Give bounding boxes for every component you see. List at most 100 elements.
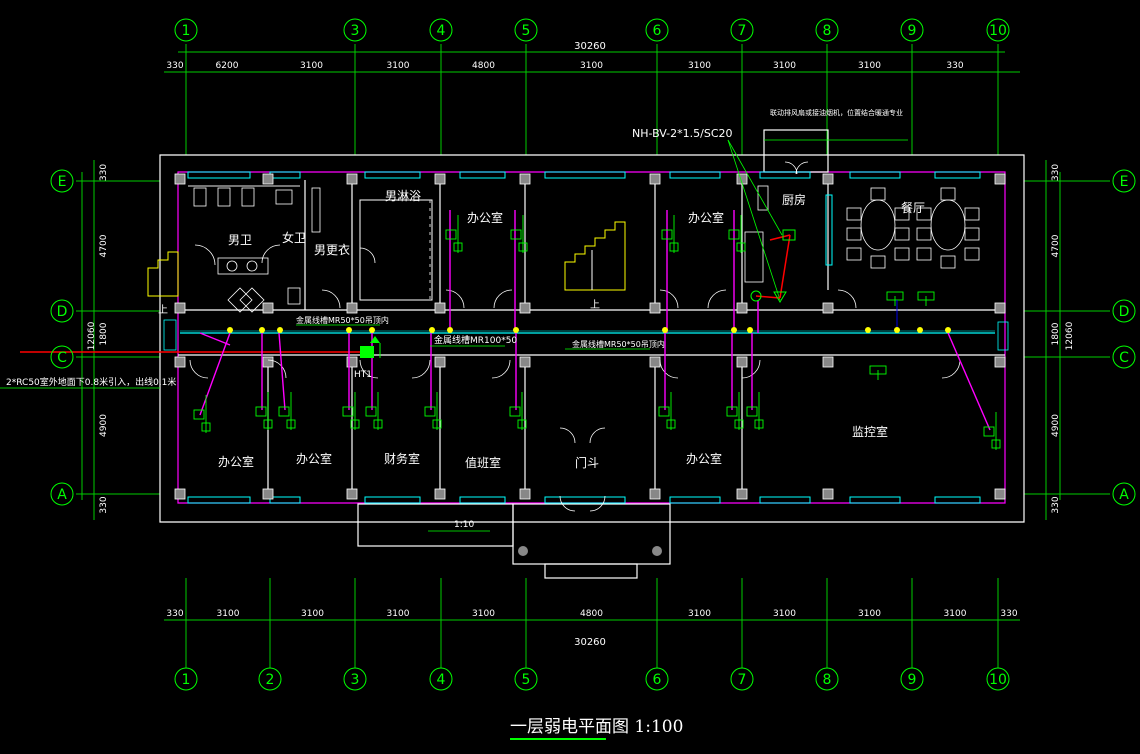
axis-bubble-label: 1 — [182, 672, 191, 688]
axis-bubble-label: 1 — [182, 23, 191, 39]
exterior-walls — [159, 129, 1025, 579]
axis-bubble-label: 6 — [653, 23, 662, 39]
axis-bubble-label: 10 — [989, 672, 1007, 688]
dim-label: 3100 — [301, 609, 324, 619]
interior-walls — [178, 180, 1005, 495]
room-label-dining: 餐厅 — [901, 200, 925, 215]
axis-bubble — [50, 299, 74, 323]
room-label-kitchen: 厨房 — [782, 192, 806, 207]
side-dim-label: 330 — [99, 496, 109, 513]
room-label-office-2: 办公室 — [688, 210, 724, 225]
dim-label: 3100 — [858, 61, 881, 71]
axis-bubble-label: D — [57, 304, 68, 320]
dim-label: 3100 — [387, 609, 410, 619]
linkage-note: 联动排风扇或接油烟机，位置结合暖通专业 — [770, 108, 903, 117]
room-label-women-wc: 女卫 — [282, 230, 306, 245]
room-label-monitor: 监控室 — [852, 424, 888, 439]
axis-bubble — [730, 18, 754, 42]
dim-label: 3100 — [580, 61, 603, 71]
room-label-vestibule: 门斗 — [575, 455, 599, 470]
total-dim-label: 30260 — [574, 41, 606, 52]
dim-label: 4800 — [580, 609, 603, 619]
axis-bubble-label: 7 — [738, 672, 747, 688]
columns — [174, 173, 1006, 500]
room-label-office-b3: 办公室 — [686, 451, 722, 466]
axis-bubble-label: 3 — [351, 672, 360, 688]
dim-label: 330 — [946, 61, 963, 71]
axis-bubble-label: C — [57, 350, 67, 366]
room-label-finance: 财务室 — [384, 451, 420, 466]
axis-bubble — [50, 169, 74, 193]
axis-bubble — [514, 18, 538, 42]
total-dim-label: 30260 — [574, 637, 606, 648]
room-label-office-1: 办公室 — [467, 210, 503, 225]
axis-bubble — [514, 667, 538, 691]
staircase — [147, 221, 626, 297]
dim-label: 6200 — [216, 61, 239, 71]
data-outlets — [193, 215, 1001, 450]
dim-label: 330 — [166, 609, 183, 619]
axis-bubble — [50, 345, 74, 369]
axis-bubble-label: 4 — [437, 672, 446, 688]
wire-entry — [199, 332, 231, 346]
dim-label: 3100 — [387, 61, 410, 71]
stair-label: 上 — [590, 299, 600, 311]
axis-bubble-label: 7 — [738, 23, 747, 39]
dim-label: 3100 — [217, 609, 240, 619]
axis-bubble-label: 5 — [522, 23, 531, 39]
drawing-title: 一层弱电平面图 1:100 — [510, 712, 683, 737]
room-label-office-b1: 办公室 — [218, 454, 254, 469]
side-dim-label: 330 — [1051, 496, 1061, 513]
cable-tray — [20, 330, 995, 353]
dim-label: 3100 — [773, 609, 796, 619]
overall-dim-label: 12060 — [1065, 321, 1075, 350]
axis-bubble — [50, 482, 74, 506]
axis-bubble — [986, 667, 1010, 691]
windows — [187, 171, 981, 504]
side-dim-label: 1800 — [1051, 322, 1061, 345]
axis-grid-lines — [76, 44, 1110, 668]
axis-bubble — [900, 667, 924, 691]
axis-bubble-label: A — [1119, 487, 1129, 503]
axis-bubble-label: C — [1119, 350, 1129, 366]
kitchen-linkage — [360, 139, 908, 358]
axis-bubble-label: 4 — [437, 23, 446, 39]
room-label-men-shower: 男淋浴 — [385, 189, 421, 203]
axis-bubble — [1112, 299, 1136, 323]
axis-bubble — [1112, 345, 1136, 369]
branch-wiring — [199, 210, 991, 431]
stair-label-2: 上 — [158, 304, 168, 316]
axis-bubble — [343, 18, 367, 42]
side-dim-label: 4900 — [1051, 414, 1061, 437]
axis-bubble — [645, 667, 669, 691]
tray-label-2: 金属线槽MR100*50 — [434, 334, 517, 346]
axis-bubble — [429, 667, 453, 691]
tray-label-1: 金属线槽MR50*50吊顶内 — [296, 315, 389, 325]
annotation-labels: NH-BV-2*1.5/SC20 联动排风扇或接油烟机，位置结合暖通专业 金属线… — [6, 108, 903, 530]
axis-bubble-label: A — [57, 487, 67, 503]
shower-partitions — [359, 199, 433, 301]
dim-label: 3100 — [773, 61, 796, 71]
side-dim-label: 330 — [1051, 164, 1061, 181]
title-underline — [510, 738, 606, 740]
drawing-scale: 1:100 — [634, 717, 684, 737]
sanitary-fixtures — [193, 185, 769, 313]
dim-label: 330 — [1000, 609, 1017, 619]
side-dim-label: 4900 — [99, 414, 109, 437]
incoming-cable-label: 2*RC50室外地面下0.8米引入，出线0.1米 — [6, 376, 176, 388]
axis-bubble-label: 8 — [823, 672, 832, 688]
door-swings — [163, 161, 1009, 512]
dim-label: 3100 — [472, 609, 495, 619]
room-labels: 男卫 女卫 男更衣 男淋浴 办公室 办公室 厨房 餐厅 办公室 办公室 财务室 … — [158, 189, 925, 470]
axis-bubble — [815, 18, 839, 42]
overall-dim-label: 12060 — [87, 321, 97, 350]
axis-bubble — [645, 18, 669, 42]
axis-bubble-label: E — [58, 174, 67, 190]
dim-label: 3100 — [688, 61, 711, 71]
axis-bubble — [986, 18, 1010, 42]
dim-label: 3100 — [688, 609, 711, 619]
side-dim-label: 4700 — [1051, 234, 1061, 257]
side-dim-label: 330 — [99, 164, 109, 181]
